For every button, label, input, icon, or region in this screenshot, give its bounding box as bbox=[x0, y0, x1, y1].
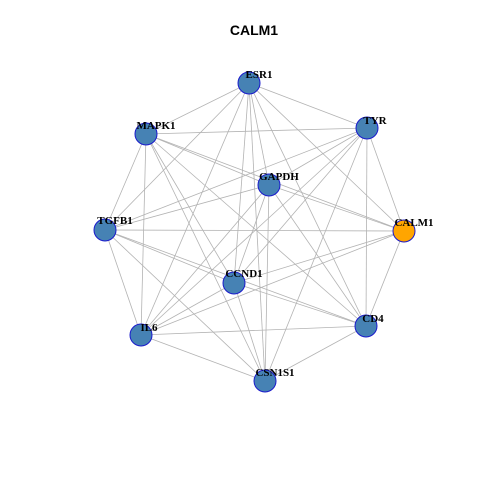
edge-tyr-gapdh bbox=[268, 127, 368, 186]
node-tgfb1 bbox=[93, 218, 117, 242]
edge-esr1-il6 bbox=[140, 82, 250, 336]
edge-ccnd1-cd4 bbox=[233, 282, 367, 327]
edge-ccnd1-il6 bbox=[140, 282, 235, 336]
edge-gapdh-il6 bbox=[140, 184, 270, 336]
nodes-layer bbox=[93, 71, 416, 393]
edge-tyr-calm1 bbox=[366, 127, 405, 232]
edge-tyr-cd4 bbox=[365, 127, 368, 327]
edge-calm1-cd4 bbox=[365, 230, 405, 327]
edge-tyr-tgfb1 bbox=[104, 127, 368, 231]
edge-mapk1-csn1s1 bbox=[145, 133, 266, 382]
edge-tgfb1-il6 bbox=[104, 229, 142, 336]
edge-mapk1-gapdh bbox=[145, 133, 270, 186]
edge-tyr-ccnd1 bbox=[233, 127, 368, 284]
node-mapk1 bbox=[134, 122, 158, 146]
node-label-esr1: ESR1 bbox=[246, 69, 273, 81]
node-label-csn1s1: CSN1S1 bbox=[255, 367, 294, 379]
edge-gapdh-cd4 bbox=[268, 184, 367, 327]
edge-calm1-ccnd1 bbox=[233, 230, 405, 284]
edge-tgfb1-csn1s1 bbox=[104, 229, 266, 382]
edge-tyr-mapk1 bbox=[145, 127, 368, 135]
edge-mapk1-ccnd1 bbox=[145, 133, 235, 284]
node-label-il6: IL6 bbox=[140, 322, 158, 334]
node-esr1 bbox=[237, 71, 261, 95]
node-label-tyr: TYR bbox=[363, 115, 387, 127]
node-cd4 bbox=[354, 314, 378, 338]
node-csn1s1 bbox=[253, 369, 277, 393]
node-label-ccnd1: CCND1 bbox=[225, 268, 262, 280]
node-tyr bbox=[355, 116, 379, 140]
edge-esr1-cd4 bbox=[248, 82, 367, 327]
edge-esr1-calm1 bbox=[248, 82, 405, 232]
edge-tgfb1-ccnd1 bbox=[104, 229, 235, 284]
node-calm1 bbox=[392, 219, 416, 243]
edge-gapdh-csn1s1 bbox=[264, 184, 270, 382]
edge-il6-csn1s1 bbox=[140, 334, 266, 382]
edge-gapdh-ccnd1 bbox=[233, 184, 270, 284]
edges-layer bbox=[104, 82, 405, 382]
edge-esr1-ccnd1 bbox=[233, 82, 250, 284]
edge-mapk1-tgfb1 bbox=[104, 133, 147, 231]
edge-tyr-csn1s1 bbox=[264, 127, 368, 382]
edge-esr1-gapdh bbox=[248, 82, 270, 186]
edge-mapk1-cd4 bbox=[145, 133, 367, 327]
edge-mapk1-il6 bbox=[140, 133, 147, 336]
diagram-title: CALM1 bbox=[230, 22, 278, 38]
edge-calm1-il6 bbox=[140, 230, 405, 336]
edge-esr1-mapk1 bbox=[145, 82, 250, 135]
node-label-cd4: CD4 bbox=[362, 313, 384, 325]
node-label-tgfb1: TGFB1 bbox=[97, 215, 132, 227]
node-il6 bbox=[129, 323, 153, 347]
edge-tyr-il6 bbox=[140, 127, 368, 336]
edge-esr1-tgfb1 bbox=[104, 82, 250, 231]
edge-esr1-csn1s1 bbox=[248, 82, 266, 382]
edge-ccnd1-csn1s1 bbox=[233, 282, 266, 382]
node-label-calm1: CALM1 bbox=[394, 217, 433, 229]
edge-gapdh-calm1 bbox=[268, 184, 405, 232]
edge-cd4-il6 bbox=[140, 325, 367, 336]
edge-cd4-csn1s1 bbox=[264, 325, 367, 382]
node-ccnd1 bbox=[222, 271, 246, 295]
node-label-gapdh: GAPDH bbox=[259, 171, 299, 183]
node-label-mapk1: MAPK1 bbox=[136, 120, 175, 132]
edge-esr1-tyr bbox=[248, 82, 368, 129]
node-gapdh bbox=[257, 173, 281, 197]
edge-gapdh-tgfb1 bbox=[104, 184, 270, 231]
edge-calm1-tgfb1 bbox=[104, 229, 405, 232]
